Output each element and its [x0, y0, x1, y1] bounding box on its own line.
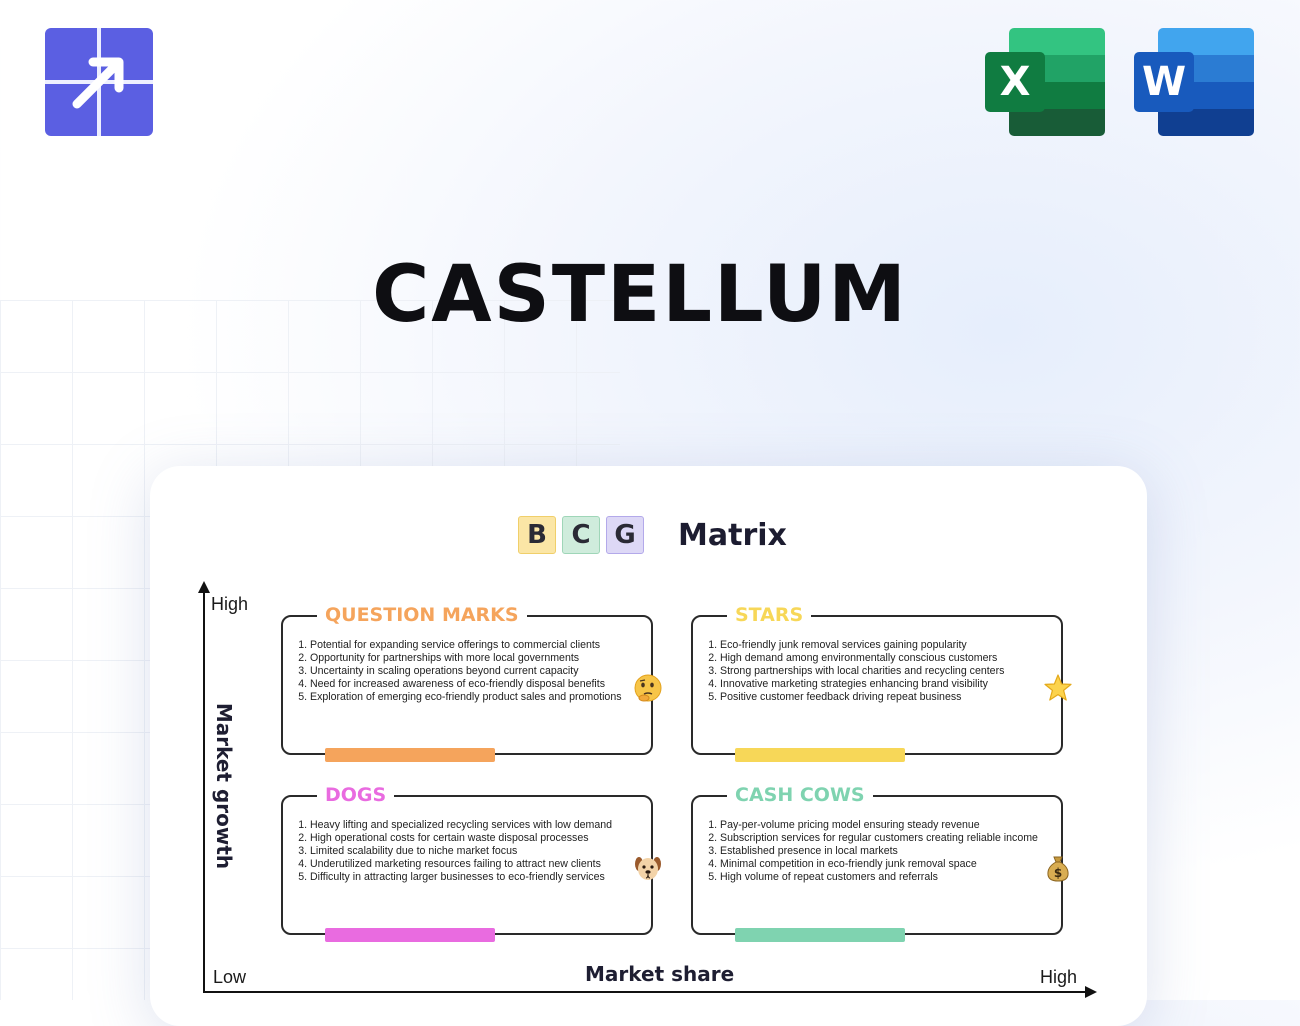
list-item: Potential for expanding service offering… [310, 639, 630, 652]
list-item: Difficulty in attracting larger business… [310, 871, 630, 884]
excel-letter: X [985, 52, 1045, 112]
quadrant-question-marks: QUESTION MARKS Potential for expanding s… [281, 602, 662, 762]
quadrant-cash-cows: CASH COWS Pay-per-volume pricing model e… [691, 782, 1069, 942]
list-item: Innovative marketing strategies enhancin… [720, 678, 1040, 691]
list-item: Uncertainty in scaling operations beyond… [310, 665, 630, 678]
tile-b: B [518, 516, 556, 554]
x-axis-title: Market share [585, 962, 735, 986]
list-item: High demand among environmentally consci… [720, 652, 1040, 665]
x-axis-arrow [1085, 986, 1097, 998]
quadrant-title: DOGS [317, 782, 395, 808]
brand-title: CASTELLUM [372, 250, 908, 340]
matrix-title: Matrix [678, 517, 787, 553]
list-item: Limited scalability due to niche market … [310, 845, 630, 858]
list-item: Exploration of emerging eco-friendly pro… [310, 691, 630, 704]
y-axis [203, 590, 205, 992]
list-item: Strong partnerships with local charities… [720, 665, 1040, 678]
money-bag-icon: $ [1043, 853, 1073, 883]
list-item: Pay-per-volume pricing model ensuring st… [720, 819, 1040, 832]
word-letter: W [1134, 52, 1194, 112]
quadrant-list: Potential for expanding service offering… [298, 639, 630, 704]
app-logo[interactable] [45, 28, 153, 136]
quadrant-highlight [325, 928, 495, 942]
dog-face-icon [633, 853, 663, 883]
tile-g: G [606, 516, 644, 554]
quadrant-stars: STARS Eco-friendly junk removal services… [691, 602, 1072, 762]
quadrant-title: STARS [727, 602, 812, 628]
y-axis-title: Market growth [212, 702, 236, 870]
x-axis-high-label: High [1040, 967, 1078, 987]
quadrant-list: Pay-per-volume pricing model ensuring st… [708, 819, 1040, 884]
list-item: Opportunity for partnerships with more l… [310, 652, 630, 665]
list-item: Underutilized marketing resources failin… [310, 858, 630, 871]
list-item: Established presence in local markets [720, 845, 1040, 858]
list-item: Need for increased awareness of eco-frie… [310, 678, 630, 691]
list-item: High operational costs for certain waste… [310, 832, 630, 845]
list-item: Heavy lifting and specialized recycling … [310, 819, 630, 832]
quadrant-title: QUESTION MARKS [317, 602, 527, 628]
x-axis [203, 991, 1087, 993]
x-axis-low-label: Low [213, 967, 247, 987]
svg-text:$: $ [1054, 866, 1062, 880]
y-axis-arrow [198, 581, 210, 593]
word-icon[interactable]: W [1134, 28, 1256, 136]
quadrant-list: Eco-friendly junk removal services gaini… [708, 639, 1040, 704]
excel-icon[interactable]: X [985, 28, 1107, 136]
quadrant-highlight [735, 748, 905, 762]
quadrant-dogs: DOGS Heavy lifting and specialized recyc… [281, 782, 661, 942]
list-item: High volume of repeat customers and refe… [720, 871, 1040, 884]
list-item: Positive customer feedback driving repea… [720, 691, 1040, 704]
star-icon [1043, 673, 1073, 703]
matrix-title-row: B C G Matrix [518, 516, 787, 554]
list-item: Subscription services for regular custom… [720, 832, 1040, 845]
quadrant-highlight [325, 748, 495, 762]
list-item: Eco-friendly junk removal services gaini… [720, 639, 1040, 652]
list-item: Minimal competition in eco-friendly junk… [720, 858, 1040, 871]
quadrant-highlight [735, 928, 905, 942]
arrow-up-right-icon [72, 57, 124, 109]
quadrant-title: CASH COWS [727, 782, 873, 808]
y-axis-high-label: High [211, 594, 249, 614]
quadrant-list: Heavy lifting and specialized recycling … [298, 819, 630, 884]
thinking-face-icon [633, 673, 663, 703]
tile-c: C [562, 516, 600, 554]
